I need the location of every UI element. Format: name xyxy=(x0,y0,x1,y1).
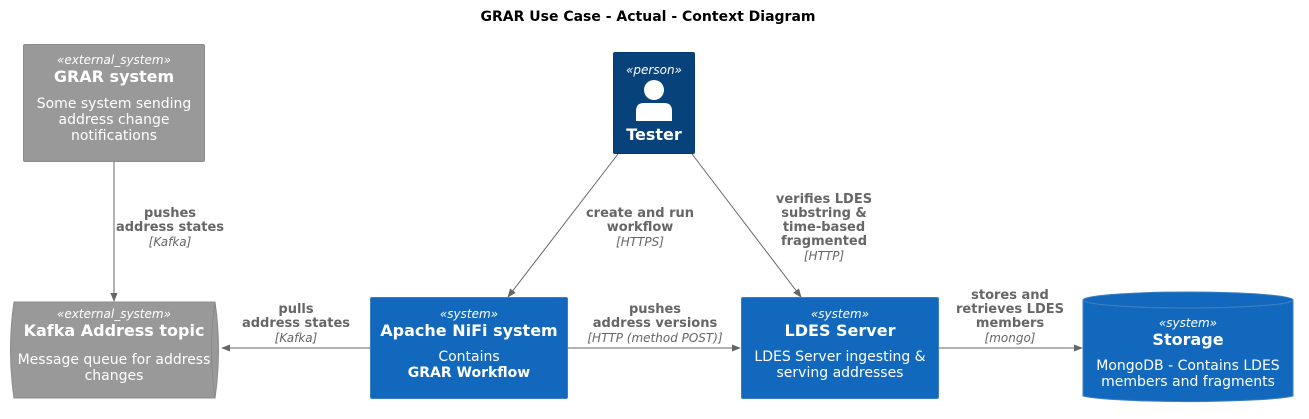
edge-tester-nifi xyxy=(507,153,619,298)
ldes-desc-2: serving addresses xyxy=(776,365,904,381)
nifi-desc: Contains xyxy=(438,349,500,365)
edge-label-nifi-kafka: pulls address states [Kafka] xyxy=(241,302,351,346)
nifi-system-box[interactable]: «system» Apache NiFi system Contains GRA… xyxy=(370,297,568,399)
storage-name: Storage xyxy=(1152,330,1224,349)
grar-desc-2: address change xyxy=(58,112,170,128)
kafka-desc-1: Message queue for address xyxy=(17,352,211,368)
person-icon xyxy=(636,80,672,121)
kafka-stereotype: «external_system» xyxy=(57,307,171,321)
grar-name: GRAR system xyxy=(53,67,175,86)
edge-tester-ldes xyxy=(691,153,802,298)
storage-desc-2: members and fragments xyxy=(1101,374,1275,390)
nifi-name: Apache NiFi system xyxy=(380,321,558,340)
grar-desc-3: notifications xyxy=(70,128,158,144)
tester-stereotype: «person» xyxy=(626,63,682,77)
storage-box[interactable]: «system» Storage MongoDB - Contains LDES… xyxy=(1083,314,1293,402)
ldes-name: LDES Server xyxy=(784,321,896,340)
edge-label-ldes-storage: stores and retrieves LDES members [mongo… xyxy=(956,288,1064,346)
edge-label-nifi-ldes: pushes address versions [HTTP (method PO… xyxy=(587,302,723,346)
storage-stereotype: «system» xyxy=(1158,316,1218,330)
tester-person-box[interactable]: «person» Tester xyxy=(613,52,695,154)
storage-desc-1: MongoDB - Contains LDES xyxy=(1096,358,1280,374)
kafka-name: Kafka Address topic xyxy=(23,321,205,340)
edge-label-tester-ldes: verifies LDES substring & time-based fra… xyxy=(775,192,873,264)
kafka-topic-box[interactable]: «external_system» Kafka Address topic Me… xyxy=(8,302,220,398)
nifi-stereotype: «system» xyxy=(439,307,499,321)
ldes-desc-1: LDES Server ingesting & xyxy=(754,349,926,365)
grar-system-box[interactable]: «external_system» GRAR system Some syste… xyxy=(23,44,205,162)
ldes-server-box[interactable]: «system» LDES Server LDES Server ingesti… xyxy=(741,297,939,399)
grar-desc-1: Some system sending xyxy=(36,96,192,112)
storage-cylinder-shape xyxy=(1082,299,1294,403)
grar-stereotype: «external_system» xyxy=(57,53,171,67)
diagram-title: GRAR Use Case - Actual - Context Diagram xyxy=(480,9,816,25)
edge-label-grar-kafka: pushes address states [Kafka] xyxy=(115,206,225,250)
kafka-desc-2: changes xyxy=(84,368,144,384)
edge-label-tester-nifi: create and run workflow [HTTPS] xyxy=(585,206,695,250)
nifi-desc-bold: GRAR Workflow xyxy=(407,365,531,381)
ldes-stereotype: «system» xyxy=(810,307,870,321)
tester-name: Tester xyxy=(626,125,682,144)
